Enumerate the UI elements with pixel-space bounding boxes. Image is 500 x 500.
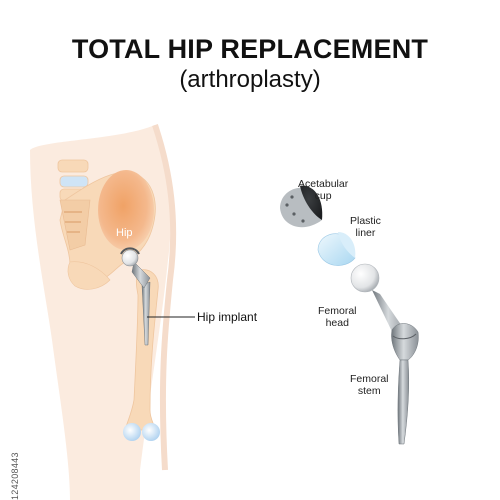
page-title: TOTAL HIP REPLACEMENT [71,34,429,64]
femoral-head [350,263,380,293]
implant-stem-in-femur [141,281,151,346]
implant-neck-in-femur [131,261,151,289]
acetabular-cup [280,185,323,228]
plastic-liner-label: Plastic liner [350,215,381,239]
page-subtitle: (arthroplasty) [179,66,321,93]
stock-id-watermark: 124208443 [10,452,20,500]
plastic-liner [317,232,356,266]
femoral-stem-label: Femoral stem [350,373,389,397]
femoral-stem [372,290,419,445]
femoral-head-label: Femoral head [318,305,357,329]
knee-condyle-right [142,423,160,441]
hip-label: Hip [116,227,133,239]
knee-condyle-left [123,423,141,441]
acetabular-cup-label: Acetabular cup [298,178,349,202]
hip-highlight [98,170,154,250]
hip-implant-label: Hip implant [197,310,258,324]
implant-ball-in-hip [121,249,139,267]
